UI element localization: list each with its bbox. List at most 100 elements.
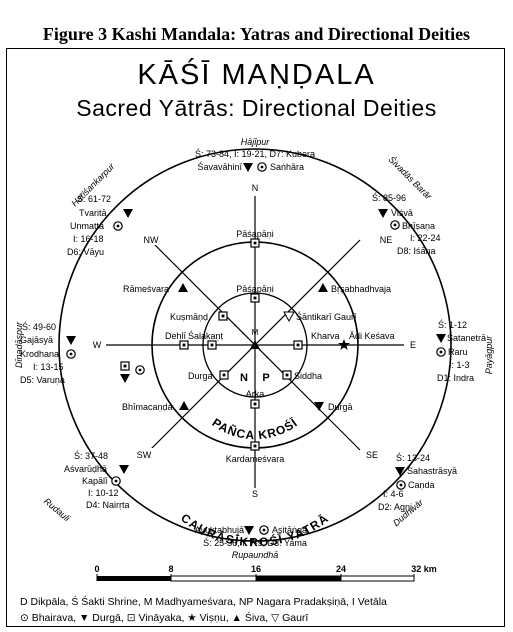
nw-refs: Ś: 61-72 <box>77 193 111 204</box>
scale-tick-16: 16 <box>251 564 261 574</box>
north-bhairava-icon <box>257 162 267 172</box>
north-refs: Ś: 73-84, I: 19-21, D7: Kubera <box>195 148 315 159</box>
e-dikpala: D1: Indra <box>437 373 474 383</box>
legend-line-2: ⊙ Bhairava, ▼ Durgā, ⊡ Vināyaka, ★ Viṣṇu… <box>20 612 309 624</box>
se-refs: Ś: 13-24 <box>396 452 430 463</box>
scale-tick-24: 24 <box>336 564 346 574</box>
place-hajipur: Hājīpur <box>241 137 271 147</box>
legend-line-1: D Dikpāla, Ś Śakti Shrine, M Madhyameśva… <box>20 596 387 608</box>
e-bhairava-icon <box>436 347 446 357</box>
se-vetala: I: 4-6 <box>383 489 404 499</box>
ne-bhisana: Bhīṣaṇa <box>402 221 435 231</box>
nw-durga-icon <box>123 209 133 218</box>
nw-tvarita: Tvaritā <box>79 208 107 218</box>
sw-dikpala: D4: Nairṛta <box>86 500 130 510</box>
w-vinayaka-icon <box>120 361 130 371</box>
scale-bar: 0 8 16 24 32 km <box>94 564 437 582</box>
north-sanhara: Saṅhāra <box>270 162 304 172</box>
sw-kapali: Kapālī <box>82 476 108 486</box>
arka-label: Arka <box>246 389 265 399</box>
dir-s: S <box>252 489 258 499</box>
north-savavahini: Śavavāhinī <box>197 161 242 172</box>
w-gajasya: Gajāsyā <box>20 335 53 345</box>
sw-durga-icon <box>119 465 129 474</box>
s-durga-icon <box>244 526 254 535</box>
pasapani-inner-label: Pāśapāṇi <box>236 284 274 294</box>
siddha-label: Siddha <box>294 371 322 381</box>
outer-ring <box>58 148 452 542</box>
kardamesvara-label: Kardameśvara <box>226 454 285 464</box>
map-subtitle: Sacred Yātrās: Directional Deities <box>76 95 437 121</box>
ne-bhairava-icon <box>390 220 400 230</box>
dir-ne: NE <box>380 235 393 245</box>
w-dikpala: D5: Varuṇa <box>20 375 65 385</box>
w-krodhana: Krodhana <box>20 349 59 359</box>
brsabhadhvaja-label: Bṛṣabhadhvaja <box>331 284 391 294</box>
durga-inner-label: Durga <box>188 371 213 381</box>
se-durga-icon <box>395 467 405 476</box>
dehli-label: Dehlī <box>165 331 187 341</box>
dir-sw: SW <box>137 450 152 460</box>
w-refs: Ś: 49-60 <box>22 321 56 332</box>
center-n-label: N <box>240 372 248 384</box>
ramesvara-shiva-icon <box>178 283 188 292</box>
center-m-label: M <box>252 328 259 337</box>
salakanti-label: Śalakaṇṭ <box>188 330 224 341</box>
arka-icon <box>250 399 260 409</box>
s-bhairava-icon <box>259 525 269 535</box>
ne-vetala: I: 22-24 <box>410 233 441 243</box>
e-satanetra: Śatanetrā <box>447 332 486 343</box>
sw-vetala: I: 10-12 <box>88 488 119 498</box>
place-rudauli: Rudauli <box>42 496 73 524</box>
e-raru: Raru <box>448 347 468 357</box>
place-payagpur: Payāgpur <box>484 335 494 375</box>
scale-tick-8: 8 <box>168 564 173 574</box>
dir-n: N <box>252 183 259 193</box>
se-bhairava-icon <box>396 480 406 490</box>
scale-tick-0: 0 <box>94 564 99 574</box>
nw-vetala: I: 16-18 <box>73 234 104 244</box>
durga-inner-icon <box>219 370 229 380</box>
salakanti-icon <box>207 340 217 350</box>
dir-w: W <box>93 340 102 350</box>
w-extra-durga-icon <box>120 374 130 383</box>
dehli-icon <box>179 340 189 350</box>
santikari-label: Śāntikarī Gaurī <box>296 311 357 322</box>
kusmanda-icon <box>218 311 228 321</box>
ne-dikpala: D8: Iśāna <box>397 246 436 256</box>
dir-se: SE <box>366 450 378 460</box>
se-dikpala: D2: Agni <box>378 502 412 512</box>
nw-bhairava-icon <box>113 221 123 231</box>
map-frame <box>6 48 505 627</box>
w-durga-icon <box>66 336 76 345</box>
dir-nw: NW <box>144 235 159 245</box>
s-asitanga: Asitāṅga <box>272 525 307 535</box>
santikari-gauri-icon <box>283 311 295 322</box>
sw-asvarudha: Aśvarūḍhā <box>64 464 107 474</box>
north-durga-icon <box>243 163 253 172</box>
bhimacanda-label: Bhīmacaṇḍa <box>122 402 173 412</box>
sw-refs: Ś: 37-48 <box>74 450 108 461</box>
nw-unmatta: Unmatta <box>70 221 104 231</box>
pasapani-outer-label: Pāśapāṇi <box>236 229 274 239</box>
w-bhairava-icon <box>66 349 76 359</box>
center-p-label: P <box>262 372 269 384</box>
dir-e: E <box>410 340 416 350</box>
kharva-label: Kharva <box>311 331 340 341</box>
ne-visva: Viśvā <box>391 208 413 218</box>
bhimacanda-shiva-icon <box>179 401 189 410</box>
e-refs: Ś: 1-12 <box>438 319 467 330</box>
w-vetala: I: 13-15 <box>33 362 64 372</box>
sw-bhairava-icon <box>111 476 121 486</box>
siddha-icon <box>282 370 292 380</box>
adi-kesava-label: Ādi Keśava <box>349 331 395 341</box>
e-durga-icon <box>436 334 446 343</box>
s-ayuktabhuja: Ayuktabhujā <box>195 525 244 535</box>
pasapani-outer-icon <box>250 238 260 248</box>
s-refs: Ś: 25-36, I: 7-9, D3: Yama <box>203 537 307 548</box>
brsabhadhvaja-shiva-icon <box>318 283 328 292</box>
nw-dikpala: D6: Vāyu <box>67 247 104 257</box>
se-canda: Caṇda <box>408 480 435 490</box>
place-dinadaspur: Dīnadāspur <box>14 321 24 368</box>
kardamesvara-icon <box>250 441 260 451</box>
